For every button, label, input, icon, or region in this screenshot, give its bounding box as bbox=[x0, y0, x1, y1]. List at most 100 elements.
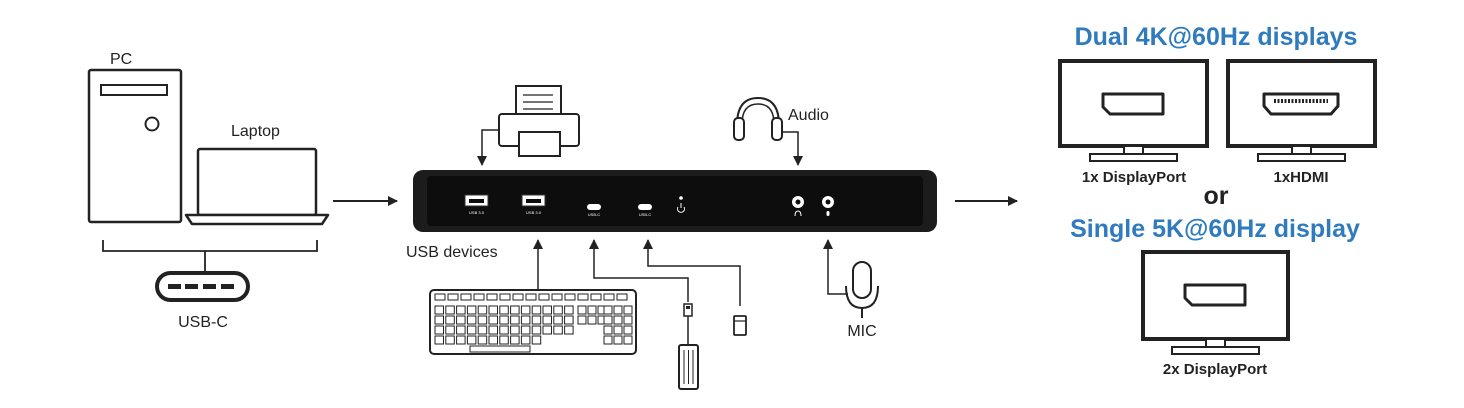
usb-stick-cable-1 bbox=[589, 239, 689, 302]
keyboard-key bbox=[587, 305, 597, 315]
keyboard-key bbox=[577, 305, 587, 315]
keyboard-key bbox=[456, 305, 466, 315]
usb-a-port-1-label: USB 3.0 bbox=[469, 210, 485, 215]
keyboard-key bbox=[603, 335, 613, 345]
keyboard-key bbox=[488, 305, 498, 315]
keyboard-key bbox=[445, 325, 455, 335]
keyboard-key bbox=[603, 325, 613, 335]
pc-tower-icon bbox=[87, 68, 183, 224]
keyboard-key bbox=[434, 293, 446, 301]
keyboard-key bbox=[542, 325, 552, 335]
keyboard-key bbox=[520, 305, 531, 315]
usb-c-port-1-label: USB-C bbox=[588, 212, 601, 217]
usb-c-connector-icon bbox=[155, 271, 250, 302]
keyboard-key bbox=[531, 315, 542, 325]
docking-station bbox=[413, 170, 937, 232]
keyboard-key bbox=[613, 305, 623, 315]
usb-stick-cable-2 bbox=[643, 239, 741, 306]
keyboard-key bbox=[499, 325, 509, 335]
keyboard-key bbox=[434, 315, 444, 325]
keyboard-key bbox=[445, 305, 455, 315]
keyboard-key bbox=[603, 305, 613, 315]
keyboard-key bbox=[434, 325, 444, 335]
hdmi-caption: 1xHDMI bbox=[1273, 169, 1328, 186]
keyboard-key bbox=[510, 305, 520, 315]
keyboard-icon bbox=[429, 289, 637, 355]
keyboard-key bbox=[499, 335, 509, 345]
laptop-icon bbox=[184, 147, 330, 226]
keyboard-key bbox=[499, 305, 509, 315]
keyboard-key bbox=[603, 315, 613, 325]
keyboard-key bbox=[445, 335, 455, 345]
keyboard-key bbox=[538, 293, 550, 301]
keyboard-key bbox=[477, 305, 488, 315]
usb-c-port-1: USB-C bbox=[587, 204, 601, 217]
keyboard-key bbox=[551, 293, 563, 301]
mic-cable bbox=[823, 239, 848, 295]
keyboard-key bbox=[445, 315, 455, 325]
keyboard-key bbox=[447, 293, 459, 301]
printer-cable bbox=[477, 129, 499, 166]
keyboard-key bbox=[477, 315, 488, 325]
keyboard-key bbox=[616, 293, 628, 301]
keyboard-key bbox=[613, 325, 623, 335]
keyboard-key bbox=[510, 335, 520, 345]
keyboard-key bbox=[499, 293, 511, 301]
keyboard-key bbox=[520, 325, 531, 335]
usb-c-port-2-label: USB-C bbox=[639, 212, 652, 217]
printer-icon bbox=[498, 85, 580, 157]
headphones-icon bbox=[733, 96, 783, 141]
mic-jack-icon bbox=[822, 196, 834, 216]
keyboard-key bbox=[456, 335, 466, 345]
or-text: or bbox=[1204, 182, 1229, 210]
pc-label: PC bbox=[110, 51, 132, 68]
headphone-jack-icon bbox=[792, 196, 804, 217]
keyboard-key bbox=[525, 293, 537, 301]
usb-stick-icon bbox=[733, 315, 747, 336]
keyboard-key bbox=[434, 305, 444, 315]
keyboard-key bbox=[577, 293, 589, 301]
keyboard-key bbox=[466, 325, 477, 335]
monitor-single-5k bbox=[1141, 250, 1290, 355]
keyboard-key bbox=[456, 325, 466, 335]
keyboard-key bbox=[510, 315, 520, 325]
keyboard-key bbox=[531, 335, 542, 345]
microphone-icon bbox=[845, 261, 879, 318]
keyboard-key bbox=[603, 293, 615, 301]
keyboard-key bbox=[577, 315, 587, 325]
keyboard-key bbox=[623, 335, 633, 345]
keyboard-key bbox=[553, 325, 563, 335]
displayport-caption: 1x DisplayPort bbox=[1082, 169, 1186, 186]
keyboard-key bbox=[590, 293, 602, 301]
keyboard-key bbox=[587, 315, 597, 325]
displayport-icon bbox=[1183, 283, 1247, 307]
keyboard-key bbox=[510, 325, 520, 335]
keyboard-key bbox=[512, 293, 524, 301]
keyboard-key bbox=[564, 325, 574, 335]
hdmi-icon bbox=[1262, 92, 1340, 116]
keyboard-key bbox=[473, 293, 485, 301]
usb-a-port-1: USB 3.0 bbox=[464, 194, 489, 215]
keyboard-key bbox=[531, 305, 542, 315]
usb-stick-icon bbox=[678, 303, 699, 390]
keyboard-key bbox=[477, 335, 488, 345]
keyboard-key bbox=[488, 315, 498, 325]
keyboard-key bbox=[486, 293, 498, 301]
keyboard-key bbox=[469, 345, 531, 353]
keyboard-key bbox=[623, 325, 633, 335]
dual-displays-heading: Dual 4K@60Hz displays bbox=[1075, 23, 1358, 51]
keyboard-key bbox=[466, 315, 477, 325]
keyboard-key bbox=[564, 315, 574, 325]
keyboard-key bbox=[531, 325, 542, 335]
laptop-label: Laptop bbox=[231, 123, 280, 140]
keyboard-key bbox=[553, 305, 563, 315]
power-indicator-icon bbox=[677, 196, 685, 213]
monitor-hdmi bbox=[1226, 59, 1377, 162]
monitor-displayport bbox=[1058, 59, 1209, 162]
single-display-caption: 2x DisplayPort bbox=[1163, 361, 1267, 378]
keyboard-key bbox=[456, 315, 466, 325]
keyboard-key bbox=[520, 315, 531, 325]
keyboard-key bbox=[623, 315, 633, 325]
keyboard-key bbox=[553, 315, 563, 325]
